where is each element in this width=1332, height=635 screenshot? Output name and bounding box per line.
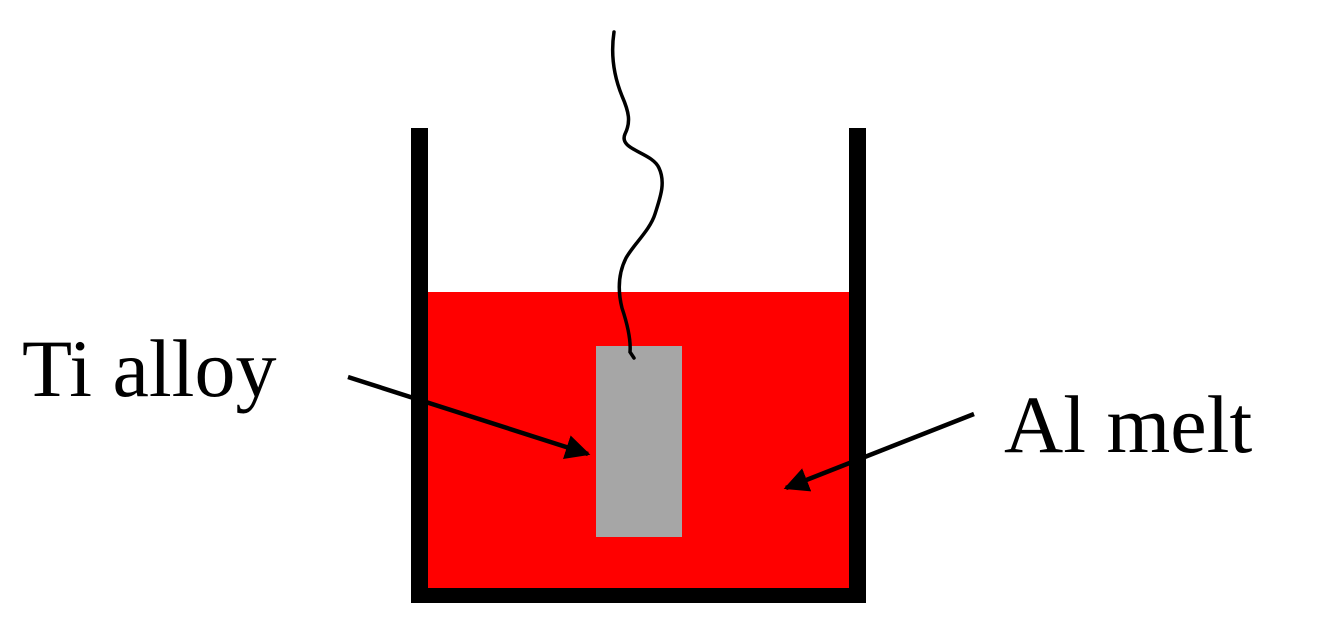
ti-alloy-arrow xyxy=(347,374,591,459)
suspension-wire xyxy=(610,30,664,360)
al-melt-arrow xyxy=(783,411,975,492)
crucible-right-wall xyxy=(849,128,866,603)
crucible-floor xyxy=(411,588,866,603)
ti-alloy-specimen xyxy=(596,346,682,537)
ti-alloy-label: Ti alloy xyxy=(22,323,276,414)
crucible xyxy=(411,128,866,603)
al-melt-label: Al melt xyxy=(1004,379,1252,470)
crucible-left-wall xyxy=(411,128,428,603)
